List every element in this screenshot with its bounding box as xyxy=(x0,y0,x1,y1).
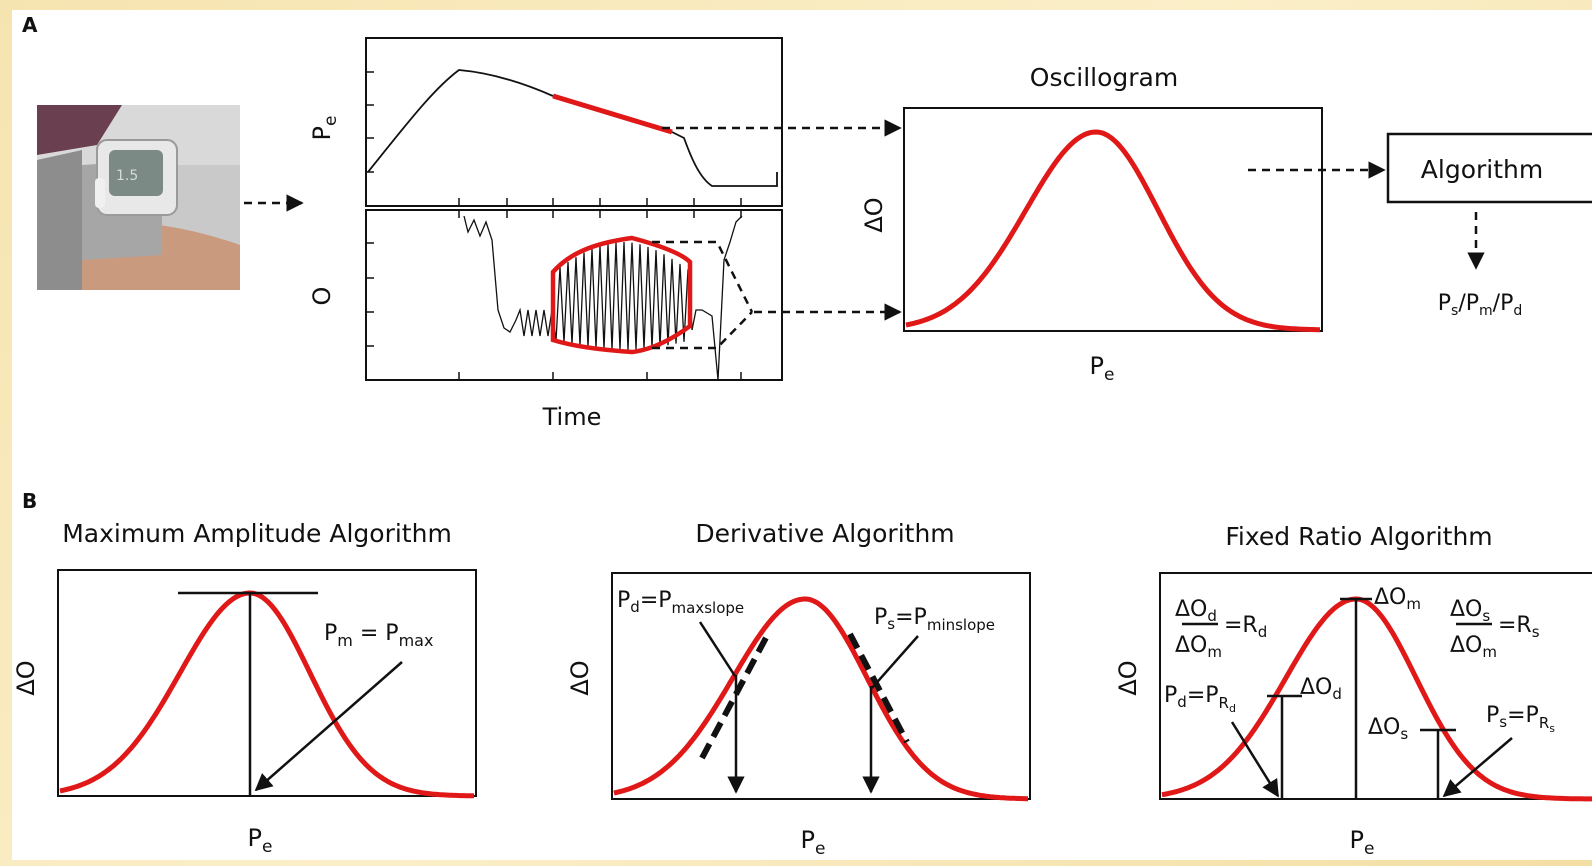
max-amplitude-title: Maximum Amplitude Algorithm xyxy=(62,519,452,548)
algorithm-box xyxy=(1386,132,1592,204)
oscillogram-frame xyxy=(903,107,1323,332)
ratio-s-denominator: ΔOm xyxy=(1450,633,1497,661)
ps-pm-pd-output: Ps/Pm/Pd xyxy=(1438,291,1523,319)
panel-b-label: B xyxy=(22,489,37,513)
fixed-ratio-curve xyxy=(1161,596,1592,802)
figure-svg: A 1.5 Pe xyxy=(12,13,1592,859)
pm-equals-pmax: Pm = Pmax xyxy=(324,621,433,650)
derivative-title: Derivative Algorithm xyxy=(695,519,954,548)
algorithm-label: Algorithm xyxy=(1421,155,1543,184)
derivative-tangents xyxy=(699,632,910,760)
max-amplitude-x-label: Pe xyxy=(248,824,273,857)
pd-eq-prd-label: Pd=PRd xyxy=(1164,683,1236,715)
svg-text:1.5: 1.5 xyxy=(116,168,138,184)
oscillogram-x-label: Pe xyxy=(1090,352,1115,385)
ratio-d-denominator: ΔOm xyxy=(1175,633,1222,661)
delta-od-label: ΔOd xyxy=(1300,675,1342,703)
max-amplitude-curve xyxy=(59,590,474,799)
ps-eq-prs-label: Ps=PRs xyxy=(1486,703,1555,735)
ratio-s-equals: =Rs xyxy=(1498,613,1540,641)
fixed-ratio-y-label: ΔO xyxy=(1114,660,1142,695)
max-amplitude-y-label: ΔO xyxy=(12,660,40,695)
delta-om-label: ΔOm xyxy=(1374,585,1421,613)
max-amplitude-frame xyxy=(57,569,477,797)
ratio-s-numerator: ΔOs xyxy=(1450,597,1490,625)
fixed-ratio-x-label: Pe xyxy=(1350,826,1375,859)
max-amplitude-markers xyxy=(178,591,403,796)
time-axis-label: Time xyxy=(542,403,602,431)
wrist-monitor-photo: 1.5 xyxy=(37,105,240,290)
delta-os-label: ΔOs xyxy=(1368,715,1408,743)
oscillogram-curve xyxy=(905,129,1320,333)
derivative-curve xyxy=(613,596,1028,802)
derivative-frame xyxy=(611,572,1031,800)
ratio-d-equals: =Rd xyxy=(1224,613,1267,641)
pe-time-plot xyxy=(365,37,783,207)
ratio-d-numerator: ΔOd xyxy=(1175,597,1217,625)
pd-maxslope-label: Pd=Pmaxslope xyxy=(617,588,744,617)
ps-minslope-label: Ps=Pminslope xyxy=(874,605,995,634)
oscillogram-y-label: ΔO xyxy=(860,197,888,232)
o-axis-label: O xyxy=(308,287,336,306)
o-time-plot xyxy=(365,209,783,381)
derivative-arrows xyxy=(698,621,919,794)
fixed-ratio-frame xyxy=(1159,572,1592,800)
derivative-y-label: ΔO xyxy=(566,660,594,695)
fixed-ratio-title: Fixed Ratio Algorithm xyxy=(1225,522,1492,551)
figure-canvas: A 1.5 Pe xyxy=(12,10,1592,860)
derivative-x-label: Pe xyxy=(801,826,826,859)
panel-a-connectors xyxy=(652,119,1485,350)
panel-a-label: A xyxy=(22,13,38,37)
oscillogram-title: Oscillogram xyxy=(1030,63,1178,92)
fixed-ratio-markers xyxy=(1182,597,1513,799)
pe-axis-label: Pe xyxy=(308,116,341,141)
